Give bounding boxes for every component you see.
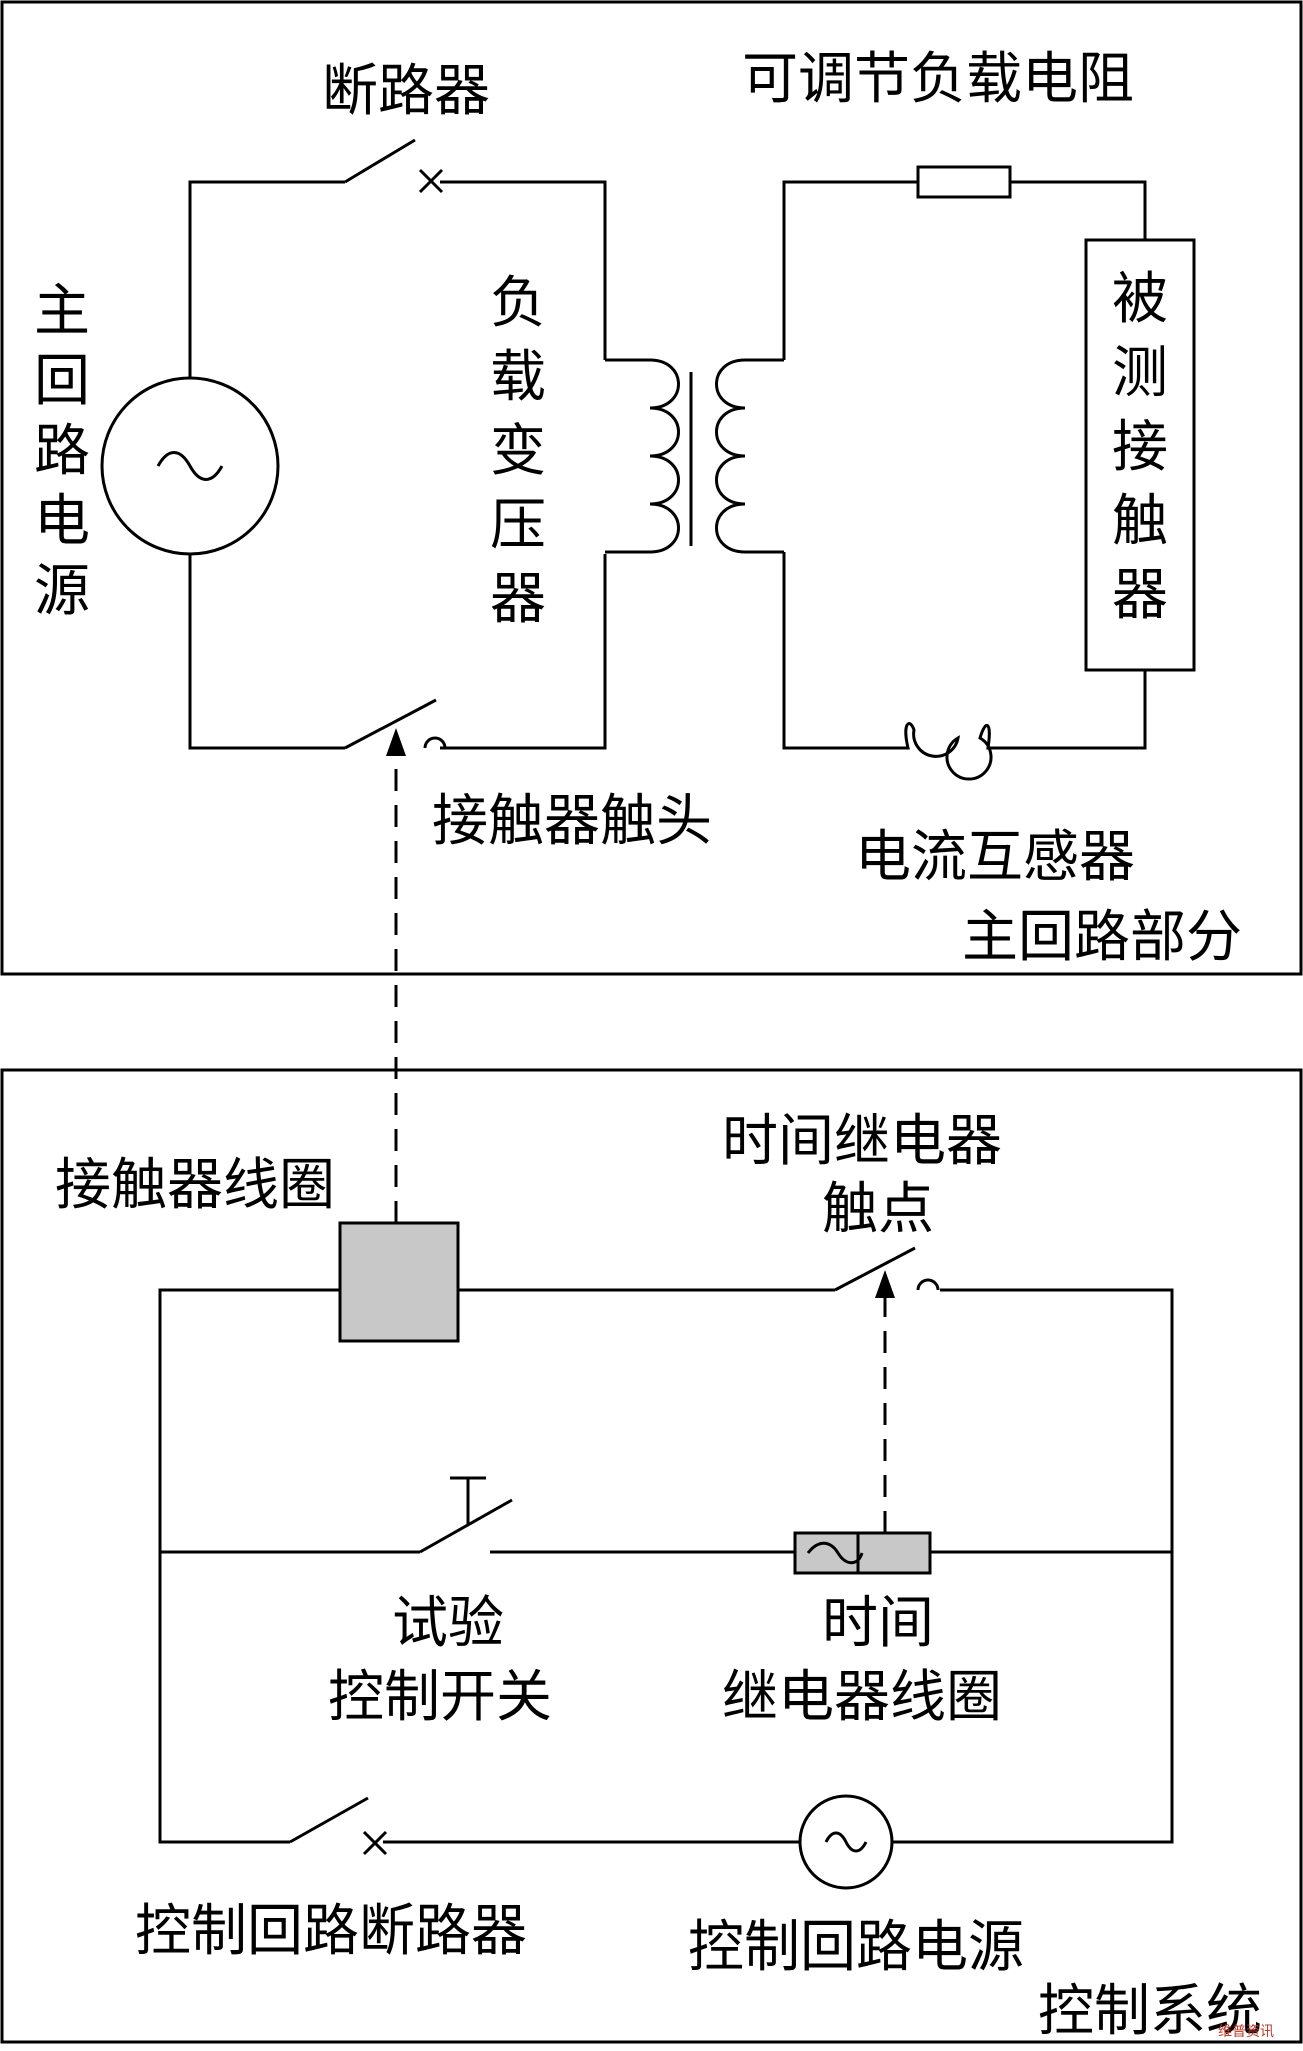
time-relay-coil-label-line1: 时间 <box>822 1591 934 1656</box>
svg-text:主: 主 <box>34 279 90 344</box>
svg-text:器: 器 <box>1112 563 1168 628</box>
control-power-label: 控制回路电源 <box>688 1915 1024 1980</box>
svg-text:源: 源 <box>34 559 90 624</box>
breaker-label: 断路器 <box>322 59 490 124</box>
breaker-symbol <box>344 138 444 194</box>
test-switch-symbol <box>419 1476 513 1554</box>
test-switch-label-line1: 试验 <box>392 1591 504 1656</box>
contactor-under-test-box <box>1084 238 1196 672</box>
svg-text:负: 负 <box>490 271 546 336</box>
svg-text:接: 接 <box>1112 415 1168 480</box>
control-power-source-symbol <box>798 1794 894 1890</box>
control-top-wire <box>158 1288 1174 1844</box>
svg-text:电: 电 <box>34 489 90 554</box>
current-transformer-label: 电流互感器 <box>855 825 1135 890</box>
main-power-source-symbol <box>100 376 280 556</box>
time-relay-coil-label-line2: 继电器线圈 <box>722 1665 1002 1730</box>
time-relay-coil-symbol <box>793 1531 932 1575</box>
contactor-under-test-label: 被 测 接 触 器 <box>1112 267 1168 628</box>
contactor-coil-box <box>338 1221 460 1343</box>
control-breaker-symbol <box>289 1796 388 1856</box>
contactor-actuation-link <box>386 728 406 1223</box>
main-section-label: 主回路部分 <box>962 905 1242 970</box>
svg-text:路: 路 <box>34 419 90 484</box>
control-system-frame <box>0 1068 1303 2044</box>
svg-text:被: 被 <box>1112 267 1168 332</box>
current-transformer-symbol <box>900 722 995 781</box>
load-transformer-symbol <box>605 358 784 554</box>
main-right-loop-wire <box>782 180 1147 750</box>
watermark: 维普资讯 <box>1218 2024 1274 2040</box>
time-relay-contact-symbol <box>834 1246 940 1292</box>
time-relay-contact-label-line2: 触点 <box>822 1177 934 1242</box>
contactor-contact-symbol <box>344 698 447 750</box>
control-breaker-label: 控制回路断路器 <box>135 1899 527 1964</box>
main-circuit-frame <box>0 0 1303 976</box>
contactor-contact-label: 接触器触头 <box>432 789 712 854</box>
svg-text:器: 器 <box>490 567 546 632</box>
svg-text:载: 载 <box>490 345 546 410</box>
test-switch-label-line2: 控制开关 <box>328 1665 552 1730</box>
contactor-coil-label: 接触器线圈 <box>55 1153 335 1218</box>
svg-text:回: 回 <box>34 349 90 414</box>
relay-actuation-link <box>875 1270 895 1533</box>
svg-text:变: 变 <box>490 419 546 484</box>
svg-text:触: 触 <box>1112 489 1168 554</box>
svg-text:测: 测 <box>1112 341 1168 406</box>
adjustable-resistor-label: 可调节负载电阻 <box>742 47 1134 112</box>
control-section-label: 控制系统 <box>1038 1979 1262 2044</box>
main-power-source-label: 主 回 路 电 源 <box>34 279 90 624</box>
svg-text:压: 压 <box>490 493 546 558</box>
load-transformer-label: 负 载 变 压 器 <box>490 271 546 632</box>
adjustable-resistor-symbol <box>916 165 1012 199</box>
main-left-loop-wire <box>188 180 607 750</box>
time-relay-contact-label-line1: 时间继电器 <box>722 1109 1002 1174</box>
